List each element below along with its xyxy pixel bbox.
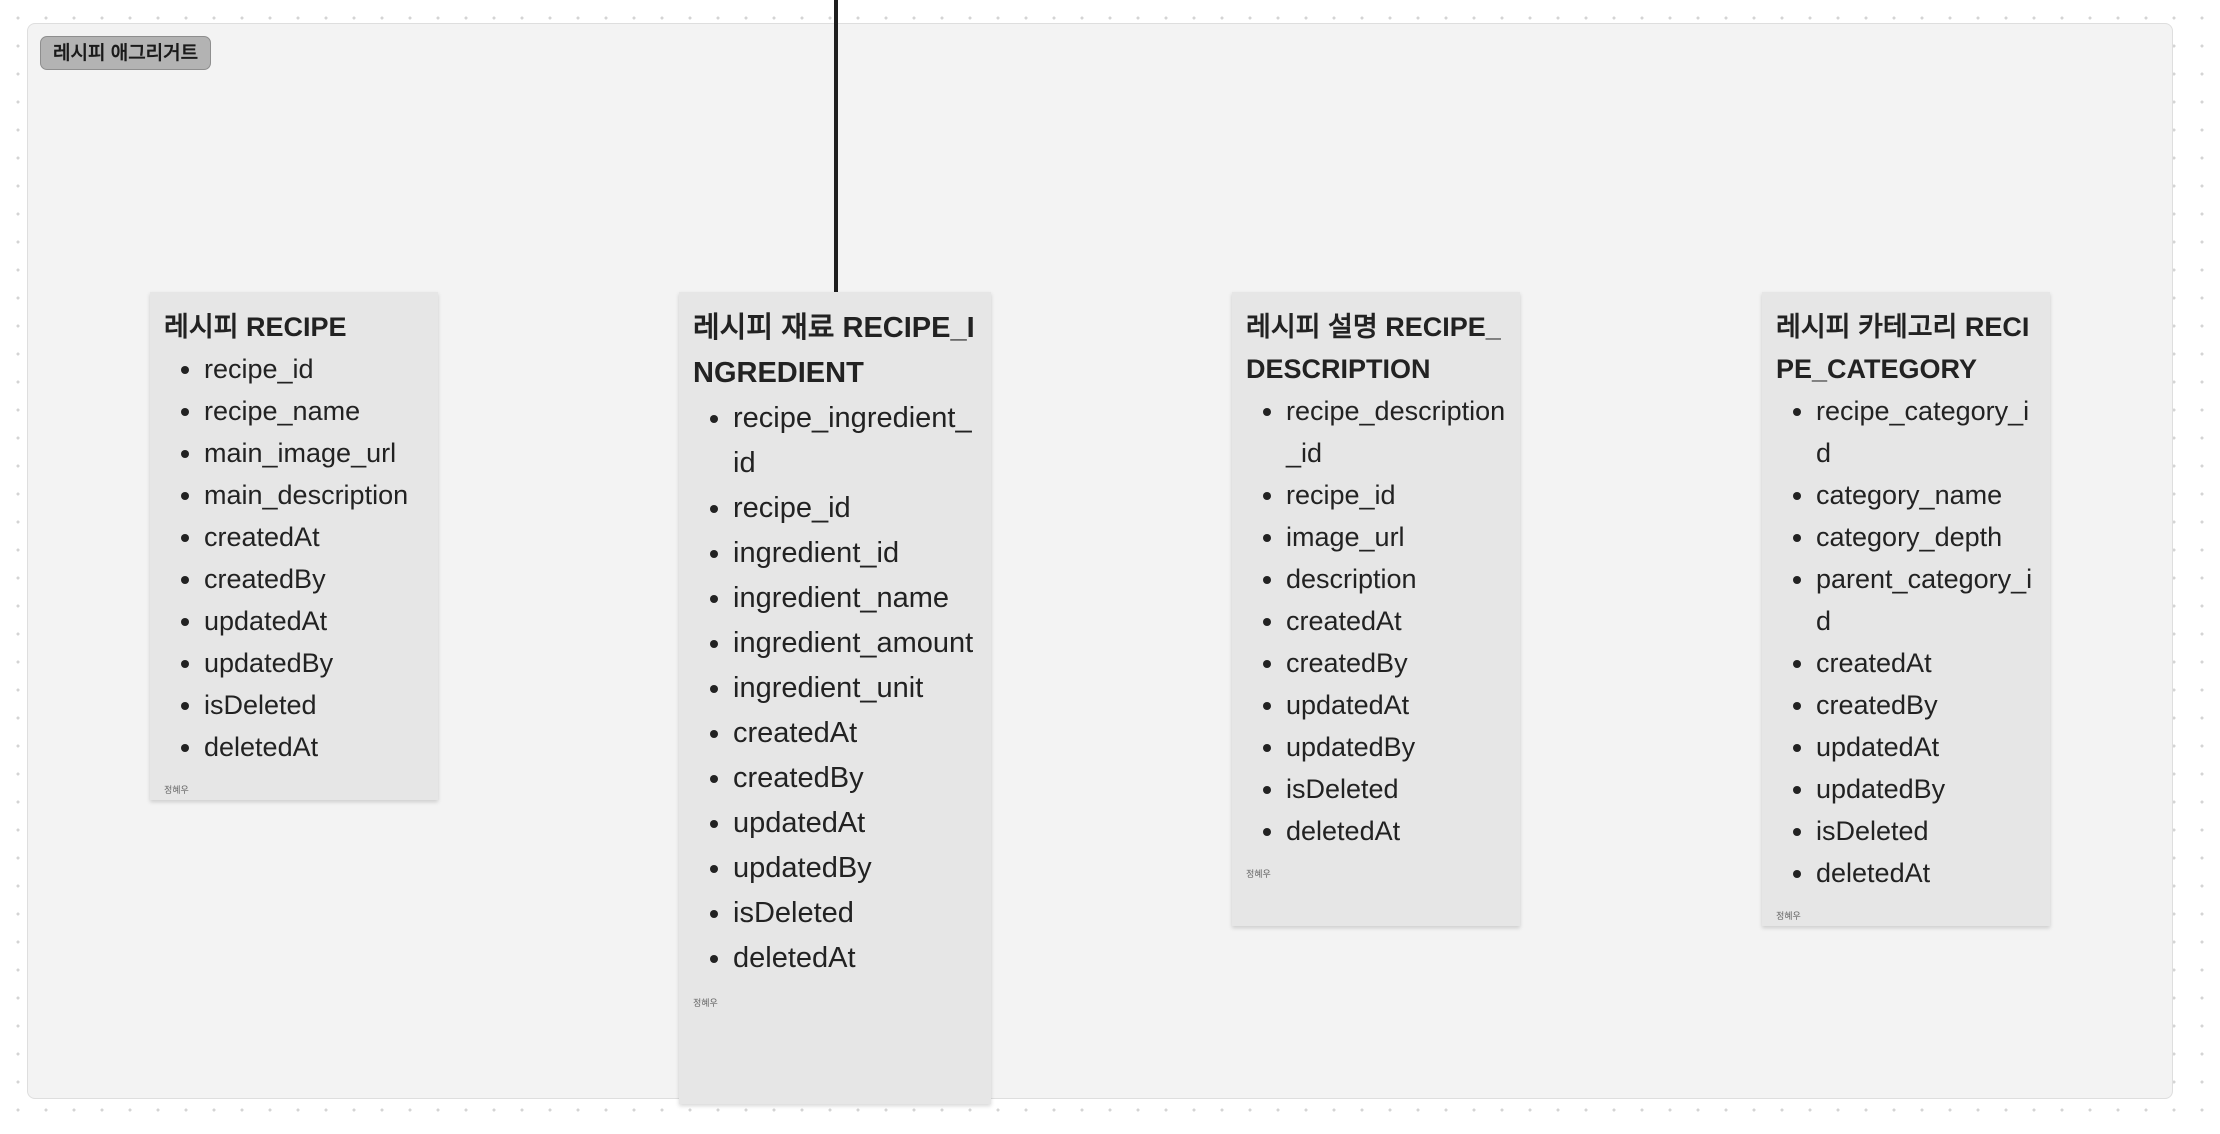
field-item: createdBy bbox=[1816, 684, 2036, 726]
sticky-note-recipe-ingredient[interactable]: 레시피 재료 RECIPE_INGREDIENT recipe_ingredie… bbox=[679, 292, 991, 1104]
field-item: updatedAt bbox=[204, 600, 424, 642]
field-item: isDeleted bbox=[1816, 810, 2036, 852]
field-item: recipe_name bbox=[204, 390, 424, 432]
note-title: 레시피 설명 RECIPE_DESCRIPTION bbox=[1246, 312, 1501, 384]
field-list: recipe_id recipe_name main_image_url mai… bbox=[164, 348, 424, 768]
field-item: createdAt bbox=[1816, 642, 2036, 684]
field-item: isDeleted bbox=[204, 684, 424, 726]
field-item: main_description bbox=[204, 474, 424, 516]
field-item: deletedAt bbox=[733, 936, 977, 981]
field-item: updatedAt bbox=[733, 801, 977, 846]
field-item: createdBy bbox=[733, 756, 977, 801]
field-item: deletedAt bbox=[1816, 852, 2036, 894]
field-item: isDeleted bbox=[733, 891, 977, 936]
field-item: ingredient_name bbox=[733, 576, 977, 621]
field-item: recipe_category_id bbox=[1816, 390, 2036, 474]
field-list: recipe_category_id category_name categor… bbox=[1776, 390, 2036, 894]
field-item: createdAt bbox=[1286, 600, 1506, 642]
field-item: description bbox=[1286, 558, 1506, 600]
field-list: recipe_description_id recipe_id image_ur… bbox=[1246, 390, 1506, 852]
note-title: 레시피 RECIPE bbox=[164, 312, 347, 342]
field-item: updatedBy bbox=[733, 846, 977, 891]
field-item: updatedBy bbox=[1816, 768, 2036, 810]
field-item: updatedBy bbox=[1286, 726, 1506, 768]
note-author: 정혜우 bbox=[693, 998, 718, 1008]
field-item: updatedBy bbox=[204, 642, 424, 684]
field-item: deletedAt bbox=[204, 726, 424, 768]
field-item: ingredient_amount bbox=[733, 621, 977, 666]
sticky-note-recipe-category[interactable]: 레시피 카테고리 RECIPE_CATEGORY recipe_category… bbox=[1762, 292, 2050, 926]
field-item: ingredient_unit bbox=[733, 666, 977, 711]
note-author: 정혜우 bbox=[164, 785, 189, 795]
field-item: parent_category_id bbox=[1816, 558, 2036, 642]
field-item: recipe_id bbox=[733, 486, 977, 531]
sticky-note-recipe[interactable]: 레시피 RECIPE recipe_id recipe_name main_im… bbox=[150, 292, 438, 800]
field-item: isDeleted bbox=[1286, 768, 1506, 810]
field-item: updatedAt bbox=[1286, 684, 1506, 726]
field-list: recipe_ingredient_id recipe_id ingredien… bbox=[693, 396, 977, 981]
note-author: 정혜우 bbox=[1246, 869, 1271, 879]
field-item: createdAt bbox=[733, 711, 977, 756]
field-item: createdBy bbox=[204, 558, 424, 600]
field-item: recipe_description_id bbox=[1286, 390, 1506, 474]
field-item: createdBy bbox=[1286, 642, 1506, 684]
field-item: deletedAt bbox=[1286, 810, 1506, 852]
field-item: category_depth bbox=[1816, 516, 2036, 558]
field-item: ingredient_id bbox=[733, 531, 977, 576]
field-item: updatedAt bbox=[1816, 726, 2036, 768]
note-title: 레시피 재료 RECIPE_INGREDIENT bbox=[693, 312, 975, 389]
note-author: 정혜우 bbox=[1776, 911, 1801, 921]
field-item: category_name bbox=[1816, 474, 2036, 516]
field-item: recipe_ingredient_id bbox=[733, 396, 977, 486]
field-item: image_url bbox=[1286, 516, 1506, 558]
field-item: recipe_id bbox=[204, 348, 424, 390]
section-label[interactable]: 레시피 애그리거트 bbox=[40, 36, 212, 70]
field-item: createdAt bbox=[204, 516, 424, 558]
field-item: recipe_id bbox=[1286, 474, 1506, 516]
field-item: main_image_url bbox=[204, 432, 424, 474]
sticky-note-recipe-description[interactable]: 레시피 설명 RECIPE_DESCRIPTION recipe_descrip… bbox=[1232, 292, 1520, 926]
connector-line[interactable] bbox=[834, 0, 838, 293]
note-title: 레시피 카테고리 RECIPE_CATEGORY bbox=[1776, 312, 2030, 384]
